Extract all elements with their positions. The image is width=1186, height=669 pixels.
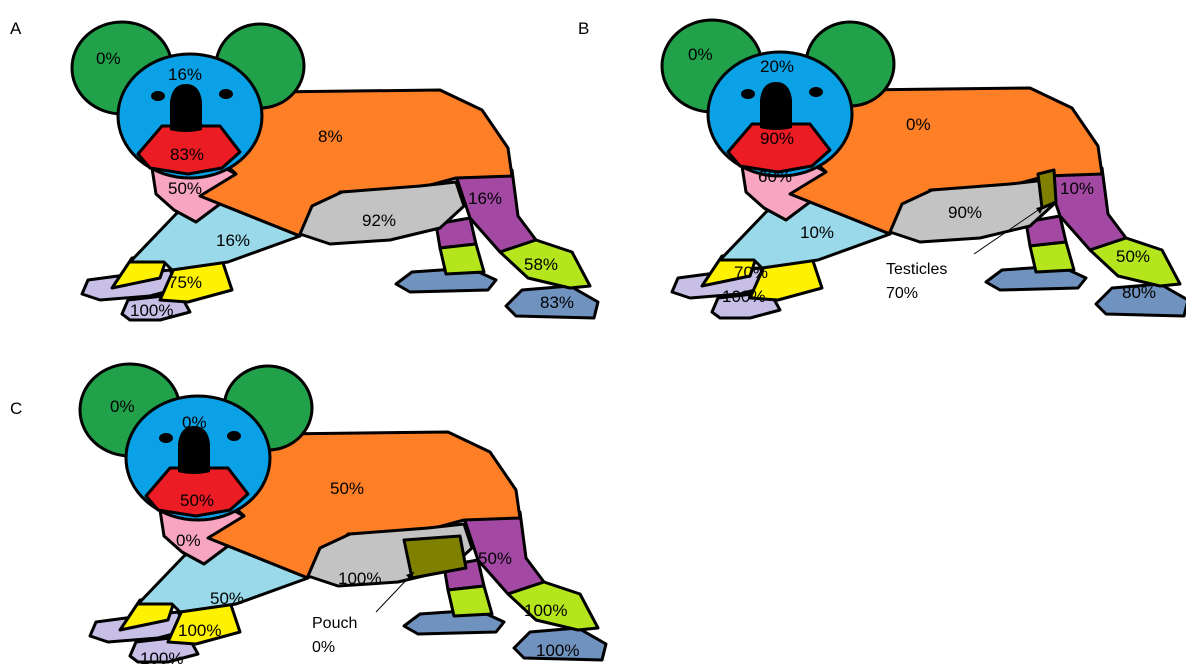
pouch-value: 0% (312, 639, 335, 656)
panel-label: B (578, 19, 589, 38)
label-neck: 0% (176, 531, 201, 550)
label-belly: 90% (948, 203, 982, 222)
label-chin: 90% (760, 129, 794, 148)
label-front-foot-far: 100% (130, 301, 173, 320)
panel-c: C 0% 0% 50% 50% 0% 100% 50% 100% 100% 50… (10, 364, 606, 668)
label-front-foot-near: 70% (734, 263, 768, 282)
label-body: 50% (330, 479, 364, 498)
label-chest: 10% (800, 223, 834, 242)
label-front-foot-near: 75% (168, 273, 202, 292)
label-chin: 83% (170, 145, 204, 164)
label-hind-thigh: 16% (468, 189, 502, 208)
label-head: 0% (182, 413, 207, 432)
label-ear: 0% (688, 45, 713, 64)
panel-a: A 0% 16% 83% 8% 50% 92% 16% 75% 100% 16%… (10, 19, 598, 320)
label-neck: 50% (168, 179, 202, 198)
label-chin: 50% (180, 491, 214, 510)
testicles-value: 70% (886, 285, 918, 302)
koala-drawing (72, 22, 598, 320)
label-hind-shin: 100% (524, 601, 567, 620)
label-belly: 92% (362, 211, 396, 230)
label-hind-thigh: 50% (478, 549, 512, 568)
label-front-foot-far: 100% (140, 649, 183, 668)
label-ear: 0% (110, 397, 135, 416)
label-hind-foot: 83% (540, 293, 574, 312)
label-ear: 0% (96, 49, 121, 68)
label-head: 16% (168, 65, 202, 84)
label-body: 0% (906, 115, 931, 134)
label-chest: 16% (216, 231, 250, 250)
panel-label: A (10, 19, 22, 38)
label-belly: 100% (338, 569, 381, 588)
label-hind-foot: 100% (536, 641, 579, 660)
testicles-label: Testicles (886, 261, 947, 278)
label-front-foot-far: 100% (722, 287, 765, 306)
pouch-label: Pouch (312, 615, 357, 632)
label-head: 20% (760, 57, 794, 76)
label-hind-shin: 50% (1116, 247, 1150, 266)
panel-b: B 0% 20% 90% 0% 60% 90% 10% 70% 100% 10%… (578, 19, 1186, 318)
panel-label: C (10, 399, 22, 418)
label-chest: 50% (210, 589, 244, 608)
label-neck: 60% (758, 167, 792, 186)
label-body: 8% (318, 127, 343, 146)
label-hind-foot: 80% (1122, 283, 1156, 302)
label-hind-shin: 58% (524, 255, 558, 274)
label-hind-thigh: 10% (1060, 179, 1094, 198)
label-front-foot-near: 100% (178, 621, 221, 640)
